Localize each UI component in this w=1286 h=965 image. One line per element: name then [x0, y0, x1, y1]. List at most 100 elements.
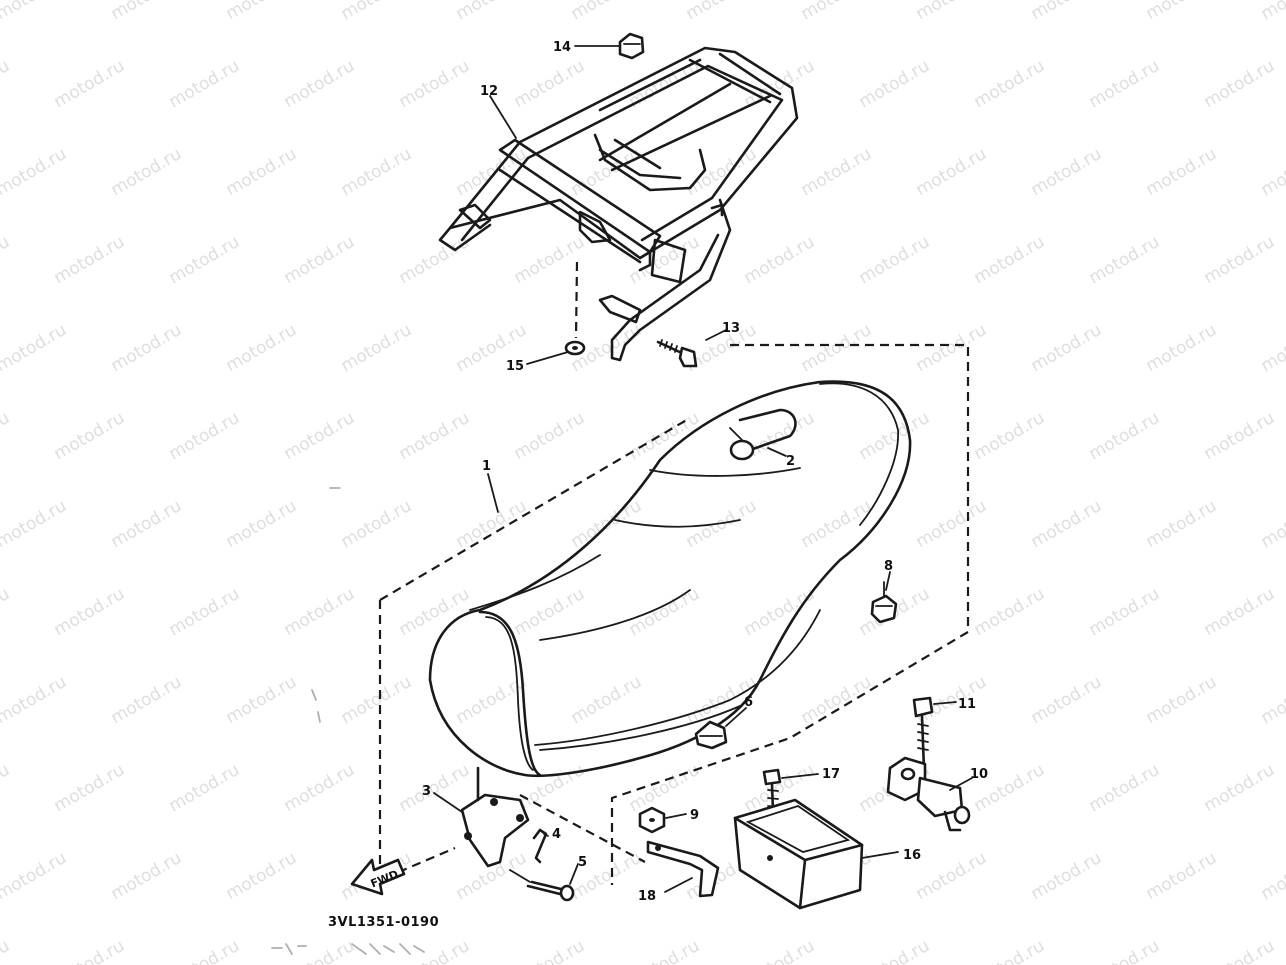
watermark-text: motod.ru — [396, 760, 474, 816]
watermark-text: motod.ru — [913, 0, 991, 24]
damper-6 — [694, 720, 728, 750]
callout-2: 2 — [786, 454, 795, 469]
callout-6: 6 — [744, 695, 753, 710]
watermark-text: motod.ru — [166, 56, 244, 112]
watermark-text: motod.ru — [1201, 232, 1279, 288]
watermark-text: motod.ru — [1143, 144, 1221, 200]
watermark-text: motod.ru — [51, 56, 129, 112]
watermark-text: motod.ru — [741, 936, 819, 965]
callout-9: 9 — [690, 808, 699, 823]
watermark-text: motod.ru — [1258, 144, 1286, 200]
watermark-text: motod.ru — [1258, 672, 1286, 728]
bolt-11 — [912, 696, 934, 772]
watermark-text: motod.ru — [223, 144, 301, 200]
luggage-rack — [438, 46, 799, 362]
nut-9 — [638, 806, 666, 834]
watermark-text: motod.ru — [1201, 408, 1279, 464]
watermark-text: motod.ru — [1028, 0, 1106, 24]
watermark-text: motod.ru — [913, 320, 991, 376]
callout-5: 5 — [578, 855, 587, 870]
watermark-text: motod.ru — [856, 936, 934, 965]
watermark-text: motod.ru — [0, 672, 70, 728]
watermark-text: motod.ru — [1086, 56, 1164, 112]
watermark-text: motod.ru — [108, 320, 186, 376]
watermark-text: motod.ru — [338, 672, 416, 728]
watermark-text: motod.ru — [1086, 760, 1164, 816]
watermark-text: motod.ru — [51, 760, 129, 816]
watermark-text: motod.ru — [1028, 848, 1106, 904]
callout-15: 15 — [506, 359, 524, 374]
watermark-text: motod.ru — [1028, 144, 1106, 200]
watermark-text: motod.ru — [0, 584, 13, 640]
watermark-text: motod.ru — [1201, 56, 1279, 112]
watermark-text: motod.ru — [108, 672, 186, 728]
callouts: 14 12 15 13 1 2 8 6 11 10 17 16 9 18 3 4… — [422, 40, 988, 904]
callout-18: 18 — [638, 889, 656, 904]
cap-nut-14 — [618, 32, 645, 60]
watermark-text: motod.ru — [1143, 672, 1221, 728]
watermark-text: motod.ru — [1258, 320, 1286, 376]
callout-8: 8 — [884, 559, 893, 574]
leader-lines — [433, 45, 973, 893]
watermark-text: motod.ru — [626, 936, 704, 965]
watermark-text: motod.ru — [798, 144, 876, 200]
watermark-text: motod.ru — [1201, 760, 1279, 816]
watermark-text: motod.ru — [971, 936, 1049, 965]
assembly-outline — [378, 343, 970, 885]
watermark-text: motod.ru — [166, 232, 244, 288]
watermark-text: motod.ru — [108, 144, 186, 200]
watermark-text: motod.ru — [971, 232, 1049, 288]
watermark-text: motod.ru — [1086, 232, 1164, 288]
bolt-13 — [656, 339, 698, 368]
watermark-text: motod.ru — [1086, 936, 1164, 965]
watermark-text: motod.ru — [568, 0, 646, 24]
watermark-text: motod.ru — [798, 0, 876, 24]
bolt-17 — [762, 768, 782, 814]
watermark-text: motod.ru — [108, 496, 186, 552]
watermark-text: motod.ru — [1258, 848, 1286, 904]
watermark-text: motod.ru — [396, 56, 474, 112]
watermark-text: motod.ru — [0, 144, 70, 200]
watermark-text: motod.ru — [683, 496, 761, 552]
pin-5 — [509, 869, 575, 902]
watermark-text: motod.ru — [913, 144, 991, 200]
watermark-text: motod.ru — [1086, 408, 1164, 464]
watermark-text: motod.ru — [856, 56, 934, 112]
callout-12: 12 — [480, 84, 498, 99]
watermark-text: motod.ru — [338, 144, 416, 200]
callout-17: 17 — [822, 767, 840, 782]
watermark-text: motod.ru — [0, 408, 13, 464]
watermark-text: motod.ru — [971, 56, 1049, 112]
watermark-text: motod.ru — [568, 672, 646, 728]
watermark-text: motod.ru — [511, 936, 589, 965]
watermark-text: motod.ru — [683, 0, 761, 24]
watermark-text: motod.ru — [0, 56, 13, 112]
watermark-text: motod.ru — [396, 408, 474, 464]
watermark-text: motod.ru — [511, 408, 589, 464]
watermark-text: motod.ru — [1028, 672, 1106, 728]
watermark-text: motod.ru — [51, 936, 129, 965]
damper-8 — [870, 581, 898, 624]
watermark-text: motod.ru — [338, 496, 416, 552]
watermark-text: motod.ru — [223, 0, 301, 24]
callout-4: 4 — [552, 827, 561, 842]
bracket-18 — [646, 840, 720, 898]
watermark-text: motod.ru — [0, 496, 70, 552]
watermark-text: motod.ru — [856, 232, 934, 288]
watermark-text: motod.ru — [0, 0, 70, 24]
callout-1: 1 — [482, 459, 491, 474]
watermark-text: motod.ru — [798, 672, 876, 728]
watermark-text: motod.ru — [396, 584, 474, 640]
watermark-text: motod.ru — [1028, 320, 1106, 376]
watermark-text: motod.ru — [798, 496, 876, 552]
watermark-text: motod.ru — [913, 496, 991, 552]
watermark-text: motod.ru — [223, 672, 301, 728]
watermark-text: motod.ru — [166, 936, 244, 965]
watermark-text: motod.ru — [0, 320, 70, 376]
watermark-text: motod.ru — [741, 232, 819, 288]
watermark-text: motod.ru — [166, 760, 244, 816]
watermark-text: motod.ru — [453, 144, 531, 200]
washer-15 — [564, 261, 586, 356]
watermark-text: motod.ru — [108, 848, 186, 904]
watermark-text: motod.ru — [281, 56, 359, 112]
